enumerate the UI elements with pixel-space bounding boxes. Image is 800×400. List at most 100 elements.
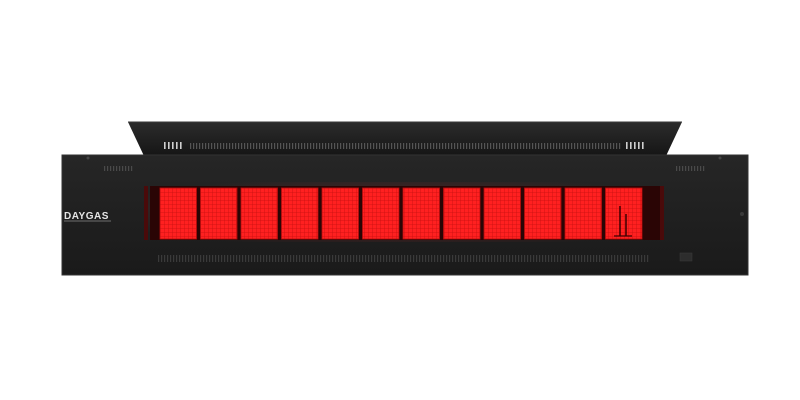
brand-logo: DAYGAS [64,211,109,222]
vent-slot [598,143,600,149]
vent-slot [188,255,190,262]
vent-slot [682,166,684,171]
vent-slot [410,255,412,262]
vent-slot [254,255,256,262]
ceramic-tile [362,187,400,240]
vent-slot [365,255,367,262]
vent-slot [353,255,355,262]
vent-slot [524,255,526,262]
vent-slot [180,142,182,149]
vent-slot [325,143,327,149]
vent-slot [535,143,537,149]
vent-slot [388,143,390,149]
vent-slot [248,255,250,262]
vent-slot [539,255,541,262]
vent-slot [383,255,385,262]
vent-slot [301,143,303,149]
vent-slot [521,255,523,262]
vent-slot [223,143,225,149]
vent-slot [377,255,379,262]
vent-slot [464,255,466,262]
vent-slot [292,143,294,149]
vent-slot [601,143,603,149]
vent-slot [179,255,181,262]
vent-slot [478,143,480,149]
vent-slot [446,255,448,262]
vent-slot [442,143,444,149]
vent-slot [331,143,333,149]
vent-slot [371,255,373,262]
vent-slot [610,143,612,149]
vent-slot [527,255,529,262]
vent-slot [422,255,424,262]
vent-slot [440,255,442,262]
vent-slot [412,143,414,149]
vent-slot [425,255,427,262]
vent-slot [385,143,387,149]
vent-slot [298,143,300,149]
vent-slot [488,255,490,262]
vent-slot [361,143,363,149]
screw-icon [740,212,744,216]
vent-slot [515,255,517,262]
vent-slot [506,255,508,262]
vent-slot [257,255,259,262]
vent-slot [421,143,423,149]
vent-slot [199,143,201,149]
vent-slot [193,143,195,149]
vent-slot [454,143,456,149]
vent-slot [581,255,583,262]
vent-slot [218,255,220,262]
vent-slot [341,255,343,262]
ceramic-tile [564,187,602,240]
vent-slot [463,143,465,149]
vent-slot [364,143,366,149]
vent-slot [437,255,439,262]
vent-slot [475,143,477,149]
vent-slot [293,255,295,262]
vent-slot [572,255,574,262]
vent-slot [272,255,274,262]
vent-slot [626,255,628,262]
vent-slot [472,143,474,149]
vent-slot [394,143,396,149]
vent-slot [604,143,606,149]
vent-slot [262,143,264,149]
vent-slot [416,255,418,262]
vent-slot [164,255,166,262]
vent-slot [619,143,621,149]
vent-slot [320,255,322,262]
vent-slot [382,143,384,149]
vent-slot [616,143,618,149]
vent-slot [605,255,607,262]
vent-slot [557,255,559,262]
vent-slot [569,255,571,262]
vent-slot [328,143,330,149]
vent-slot [551,255,553,262]
vent-slot [268,143,270,149]
vent-slot [236,255,238,262]
vent-slot [304,143,306,149]
vent-slot [332,255,334,262]
ceramic-tile [281,187,319,240]
vent-slot [107,166,109,171]
vent-slot [596,255,598,262]
ceramic-tile [483,187,521,240]
vent-slot [217,143,219,149]
vent-slot [271,143,273,149]
vent-slot [389,255,391,262]
vent-slot [607,143,609,149]
vent-slot [584,255,586,262]
vent-slot [542,255,544,262]
vent-slot [311,255,313,262]
vent-slot [104,166,106,171]
vent-slot [413,255,415,262]
vent-slot [215,255,217,262]
vent-slot [431,255,433,262]
vent-slot [352,143,354,149]
vent-slot [233,255,235,262]
vent-slot [194,255,196,262]
vent-slot [593,255,595,262]
vent-slot [641,255,643,262]
ceramic-tile [524,187,562,240]
